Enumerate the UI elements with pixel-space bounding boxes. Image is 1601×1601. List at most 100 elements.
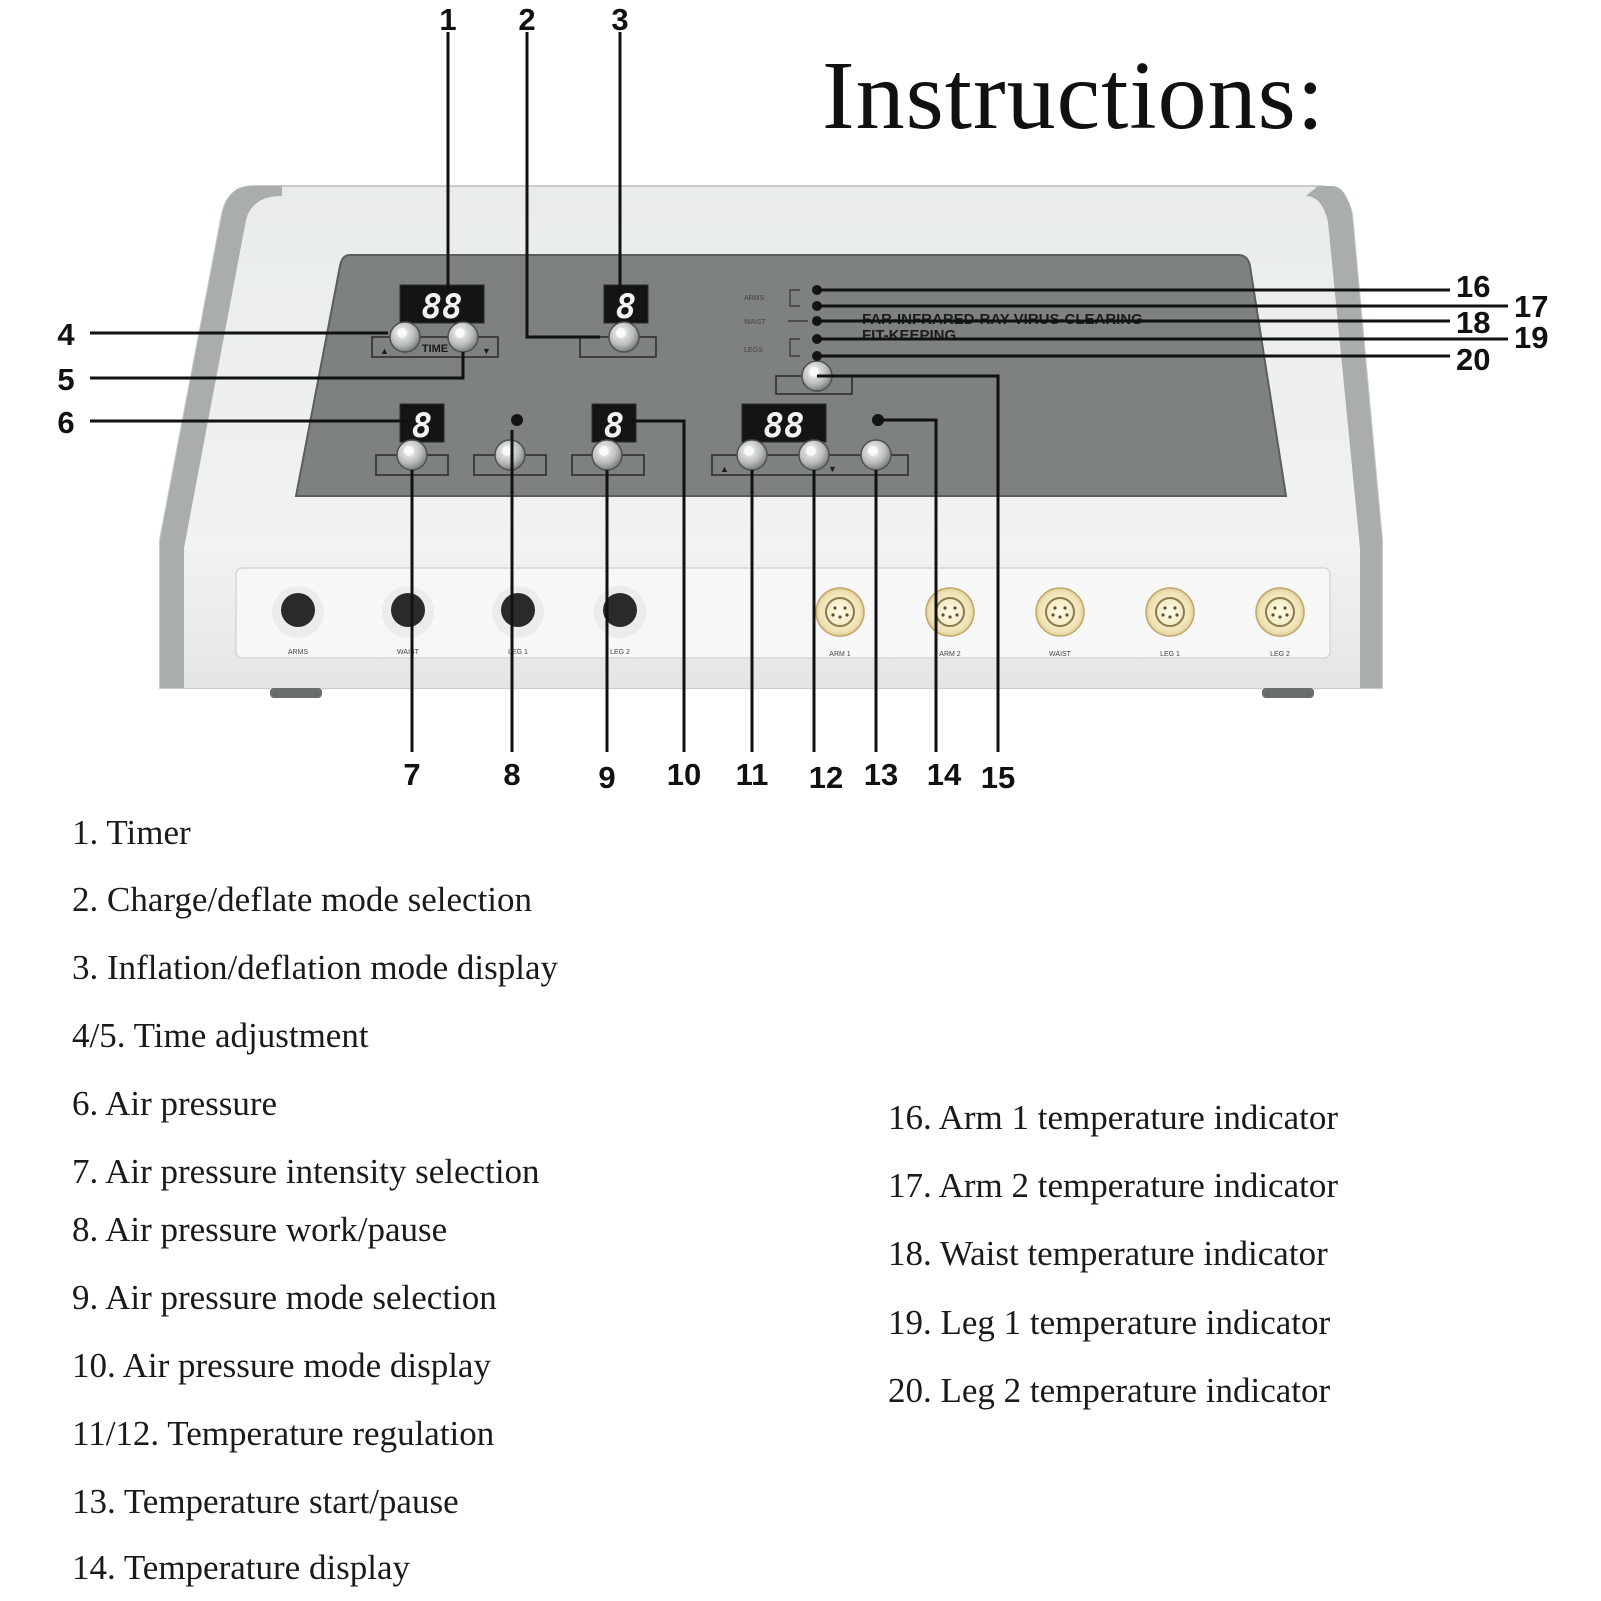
callout-number-11: 11 [736,757,769,792]
callout-number-17: 17 [1514,289,1548,324]
heat-socket-pin [941,613,945,617]
heat-socket-pin [833,606,837,610]
legend-item: 20. Leg 2 temperature indicator [888,1371,1331,1410]
callout-line-14 [878,418,938,752]
heat-socket-pin [838,615,842,619]
legend-item: 1. Timer [72,813,191,852]
heat-socket[interactable] [1255,587,1305,637]
air-socket-label: ARMS [288,649,309,656]
heat-socket[interactable] [1035,587,1085,637]
air-socket[interactable] [281,593,315,627]
legend-item: 11/12. Temperature regulation [72,1414,495,1453]
heat-socket[interactable] [925,587,975,637]
callout-number-6: 6 [57,405,74,440]
temp-up-arrow: ▲ [720,464,729,474]
heat-socket-pin [1271,613,1275,617]
callout-number-20: 20 [1456,342,1490,377]
air-socket[interactable] [391,593,425,627]
temperature-up-button-shine [744,446,754,456]
arms-group-label: ARMS [744,295,765,302]
time-down-button[interactable] [447,321,479,353]
heat-socket-pin [1063,606,1067,610]
legend-item: 14. Temperature display [72,1548,411,1587]
time-down-arrow: ▼ [482,346,491,356]
pressure-pause-indicator [511,414,523,426]
pressure-intensity-button-shine [404,446,414,456]
waist-group-label: WAIST [744,319,767,326]
pressure-mode-button[interactable] [591,439,623,471]
heat-socket-pin [955,613,959,617]
mode-select-button[interactable] [608,321,640,353]
legend-item: 18. Waist temperature indicator [888,1234,1328,1273]
pressure-display [399,403,445,443]
legend-item: 16. Arm 1 temperature indicator [888,1098,1338,1137]
time-label: TIME [422,343,448,355]
heat-socket-pin [1051,613,1055,617]
callout-number-12: 12 [809,760,843,795]
heat-socket-inner [1155,597,1185,627]
device-left-bezel [160,186,282,688]
pressure-intensity-button[interactable] [396,439,428,471]
time-up-arrow: ▲ [380,346,389,356]
temperature-down-button-shine [806,446,816,456]
arms-bracket [789,289,800,307]
heat-socket[interactable] [1145,587,1195,637]
callout-number-7: 7 [403,757,420,792]
mode-select-button-shine [616,328,626,338]
heat-socket-pin [831,613,835,617]
heat-socket-pin [1058,615,1062,619]
heat-socket-pin [845,613,849,617]
heat-socket-pin [1161,613,1165,617]
air-socket[interactable] [501,593,535,627]
heat-socket[interactable] [815,587,865,637]
time-up-button[interactable] [389,321,421,353]
temperature-start-button[interactable] [860,439,892,471]
heat-socket-pin [1175,613,1179,617]
legs-bracket [789,338,800,357]
device-foot-left [270,688,322,698]
pressure-mode-display [591,403,637,443]
heat-socket-inner [1265,597,1295,627]
callout-number-13: 13 [864,757,898,792]
heat-socket-pin [1065,613,1069,617]
legend-item: 17. Arm 2 temperature indicator [888,1166,1338,1205]
callout-line-10 [630,419,686,752]
heat-socket-pin [843,606,847,610]
legend-item: 13. Temperature start/pause [72,1482,459,1521]
temp-down-arrow: ▼ [828,464,837,474]
heat-socket-pin [943,606,947,610]
heat-socket-label: WAIST [1049,651,1072,658]
heat-select-button-shine [809,367,819,377]
device-right-bezel [1306,186,1382,688]
heat-socket-pin [953,606,957,610]
callout-number-4: 4 [57,317,75,352]
heat-socket-label: ARM 2 [939,651,961,658]
control-panel: 88 8 8 8 88 TIME ▲ ▼ ▲ ▼ [294,254,1288,497]
pressure-pause-button[interactable] [494,439,526,471]
legend-item: 7. Air pressure intensity selection [72,1152,540,1191]
callout-number-5: 5 [57,362,74,397]
heat-socket-pin [1053,606,1057,610]
callout-number-14: 14 [927,757,962,792]
pressure-display-digit: 8 [412,406,432,446]
air-socket[interactable] [603,593,637,627]
legend-item: 4/5. Time adjustment [72,1016,369,1055]
legend-item: 2. Charge/deflate mode selection [72,880,533,919]
callout-line-5 [90,352,465,380]
pressure-pause-button-shine [502,446,512,456]
heat-socket-pin [1278,615,1282,619]
temperature-down-button[interactable] [798,439,830,471]
time-button-plate [371,336,499,358]
temperature-up-button[interactable] [736,439,768,471]
air-socket-label: LEG 1 [508,649,528,656]
legend-item: 10. Air pressure mode display [72,1346,491,1385]
callout-number-8: 8 [503,757,520,792]
timer-display-digits: 88 [422,287,463,327]
heat-socket-pin [1273,606,1277,610]
device-foot-right [1262,688,1314,698]
legs-group-label: LEGS [744,347,763,354]
heat-socket-label: LEG 2 [1270,651,1290,658]
callout-number-9: 9 [598,760,615,795]
